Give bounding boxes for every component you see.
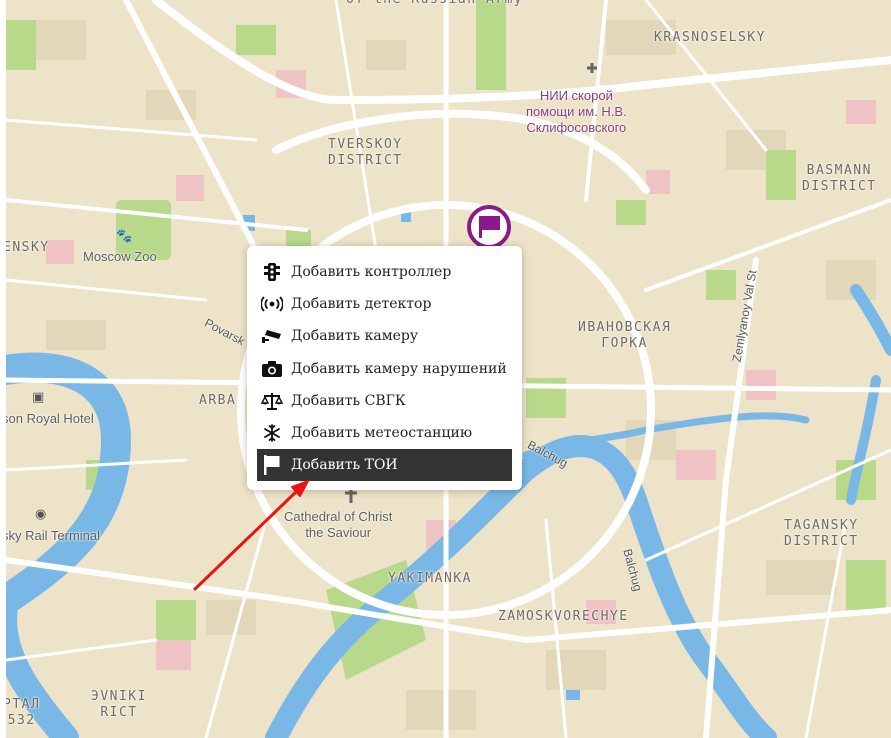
- label-yakimanka: YAKIMANKA: [388, 571, 472, 586]
- label-moscow-zoo: Moscow Zoo: [83, 249, 157, 264]
- label-arbat: ARBA: [199, 393, 237, 408]
- menu-item-label: Добавить контроллер: [291, 264, 452, 281]
- label-krasnoselsky: KRASNOSELSKY: [654, 30, 766, 45]
- photo-camera-icon: [261, 359, 283, 379]
- scales-icon: [261, 391, 283, 411]
- label-cathedral: Cathedral of Christ the Saviour: [284, 509, 393, 540]
- menu-item-label: Добавить камеру: [291, 328, 419, 345]
- camera-poi-icon: ◉: [35, 507, 47, 522]
- label-tagansky-district: TAGANSKY DISTRICT: [784, 518, 859, 549]
- label-hospital: НИИ скорой помощи им. Н.В. Склифосовског…: [526, 88, 627, 135]
- menu-item-label: Добавить метеостанцию: [291, 425, 473, 442]
- menu-item-label: Добавить СВГК: [291, 392, 406, 409]
- label-presnensky: ENSKY: [6, 240, 50, 255]
- cctv-camera-icon: [261, 326, 283, 346]
- menu-item-label: Добавить ТОИ: [291, 457, 398, 474]
- label-ivanovskaya-gorka: ИВАНОВСКАЯ ГОРКА: [578, 320, 672, 351]
- menu-item-label: Добавить детектор: [291, 296, 432, 313]
- menu-item-add-camera[interactable]: Добавить камеру: [257, 320, 512, 352]
- label-rail-terminal: sky Rail Terminal: [6, 528, 101, 543]
- signal-detector-icon: [261, 294, 283, 314]
- traffic-light-icon: [261, 262, 283, 282]
- snowflake-icon: [261, 423, 283, 443]
- label-basmanny-district: BASMANN DISTRICT: [802, 163, 877, 194]
- flag-icon: [261, 455, 283, 476]
- map-canvas[interactable]: KRASNOSELSKY TVERSKOY DISTRICT BASMANN D…: [6, 0, 891, 738]
- label-portal: РТАЛ 532: [6, 697, 41, 728]
- flag-icon: [467, 205, 511, 249]
- hotel-icon: ▣: [32, 390, 45, 405]
- menu-item-add-controller[interactable]: Добавить контроллер: [257, 256, 512, 288]
- menu-item-add-violation-camera[interactable]: Добавить камеру нарушений: [257, 353, 512, 385]
- menu-item-add-toi[interactable]: Добавить ТОИ: [257, 449, 512, 482]
- zoo-icon: 🐾: [116, 229, 133, 244]
- menu-item-label: Добавить камеру нарушений: [291, 360, 507, 377]
- label-zamoskvorechye: ZAMOSKVORECHYE: [498, 609, 629, 624]
- map-base: [6, 0, 891, 738]
- menu-item-add-weather-station[interactable]: Добавить метеостанцию: [257, 417, 512, 449]
- label-royal-hotel: son Royal Hotel: [6, 411, 94, 426]
- menu-item-add-detector[interactable]: Добавить детектор: [257, 288, 512, 320]
- toi-marker[interactable]: [465, 203, 513, 251]
- menu-item-add-svgk[interactable]: Добавить СВГК: [257, 385, 512, 417]
- label-russian-army: of the Russian Army: [346, 0, 523, 8]
- label-tverskoy-district: TVERSKOY DISTRICT: [328, 137, 403, 168]
- context-menu: Добавить контроллер Добавить детектор До…: [247, 246, 522, 490]
- label-khamovniki: ЭVNIKI RICT: [91, 689, 147, 720]
